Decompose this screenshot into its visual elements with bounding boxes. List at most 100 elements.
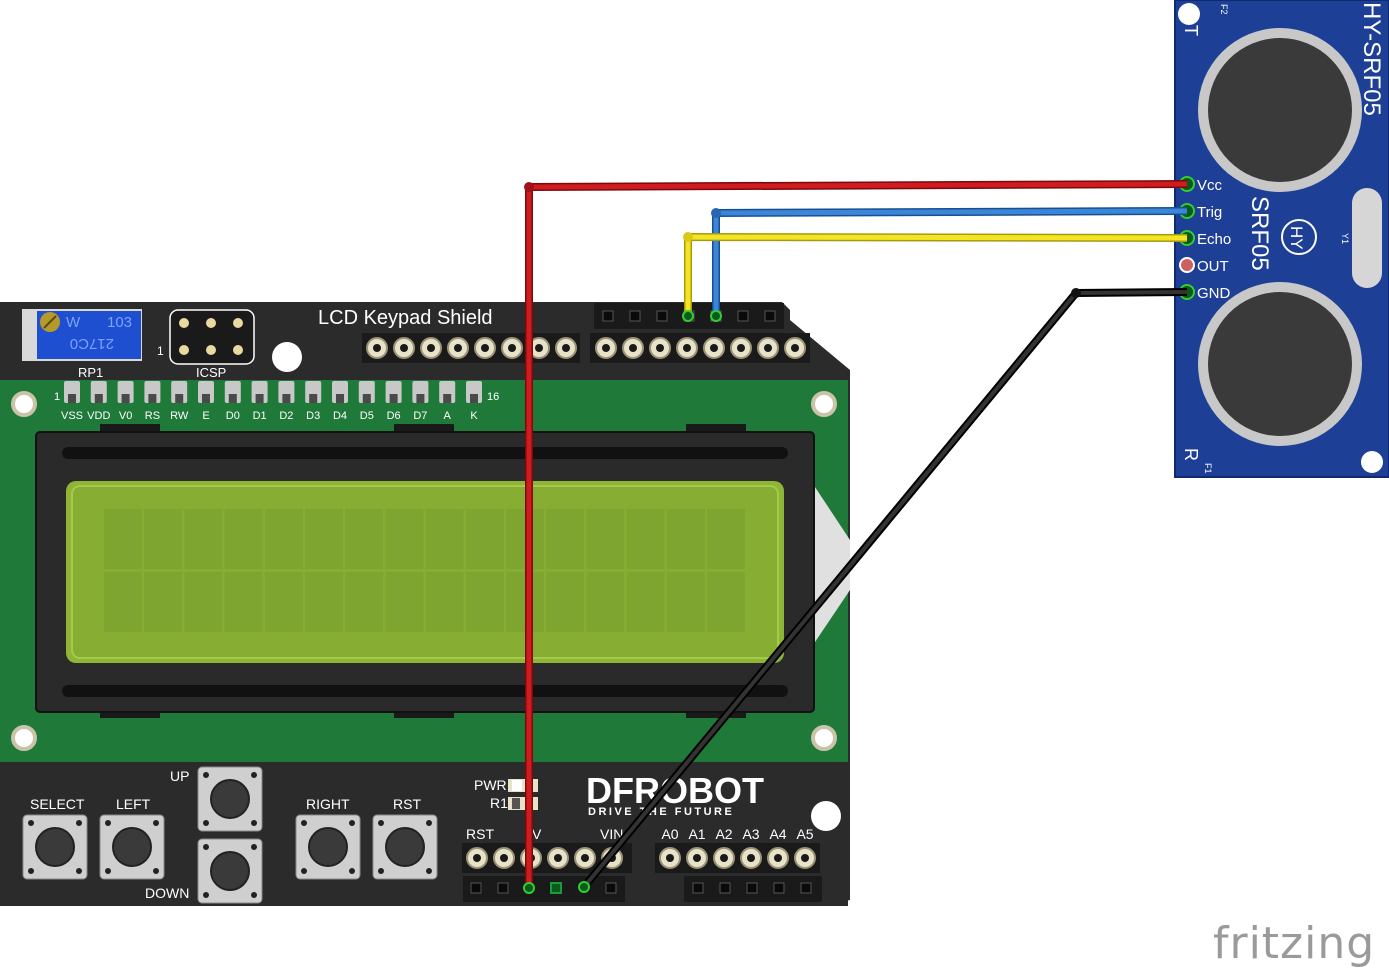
ultrasonic-receiver <box>1198 282 1362 446</box>
lcd-cell <box>385 509 424 569</box>
digital-header-right <box>590 303 810 363</box>
wires <box>523 180 1188 894</box>
analog-header <box>655 843 822 902</box>
lcd-pin-label: RS <box>145 410 160 422</box>
lcd-cell <box>465 509 504 569</box>
lcd-pin: D3 <box>305 381 322 422</box>
hy-logo: HY <box>1281 219 1317 255</box>
mounting-hole <box>1178 3 1200 25</box>
sensor-model-label: HY-SRF05 <box>1358 2 1385 116</box>
power-header <box>462 843 632 902</box>
sensor-pin-label: Echo <box>1197 231 1231 248</box>
keypad: SELECT LEFT UP DOWN RIGHT RST <box>22 766 438 904</box>
lcd-pin: D4 <box>332 381 348 422</box>
lcd-pin-label: RW <box>170 410 189 422</box>
lcd-pin: V0 <box>117 381 134 422</box>
sensor-model-short-label: SRF05 <box>1246 196 1273 271</box>
f2-label: F2 <box>1219 4 1229 15</box>
icsp-label: ICSP <box>196 365 226 380</box>
lcd-module <box>35 424 850 718</box>
lcd-pin: D1 <box>251 381 268 422</box>
right-button[interactable] <box>295 814 361 880</box>
lcd-cell <box>626 509 665 569</box>
potentiometer-rp1[interactable]: W 103 217C0 <box>22 309 142 361</box>
lcd-cell <box>345 572 384 632</box>
lcd-pin: D2 <box>278 381 295 422</box>
fritzing-watermark: fritzing <box>1213 918 1376 969</box>
lcd-pin-label: E <box>202 410 209 422</box>
power-v-label: V <box>532 826 542 842</box>
lcd-cell <box>666 509 705 569</box>
sensor-pin-out[interactable]: OUT <box>1179 257 1229 275</box>
lcd-pin: RW <box>170 381 189 422</box>
lcd-pin: VSS <box>61 381 83 422</box>
lcd-cell <box>184 572 223 632</box>
lcd-cell <box>385 572 424 632</box>
lcd-pin-label: VDD <box>87 410 110 422</box>
analog-pin-label: A5 <box>796 826 813 842</box>
lcd-cell <box>586 572 625 632</box>
lcd-cell <box>586 509 625 569</box>
lcd-cell <box>144 572 183 632</box>
lcd-pin-label: D2 <box>279 410 293 422</box>
sensor-pin-echo[interactable]: Echo <box>1179 230 1231 248</box>
sensor-pin-label: Vcc <box>1197 177 1223 194</box>
dfrobot-logo: DFROBOT DRIVE THE FUTURE <box>586 770 764 818</box>
up-button[interactable] <box>197 766 263 832</box>
sensor-pin-label: GND <box>1197 285 1231 302</box>
lcd-cell <box>184 509 223 569</box>
r1-label: R1 <box>490 795 508 811</box>
lcd-cell <box>345 509 384 569</box>
shield-title: LCD Keypad Shield <box>318 307 493 329</box>
mark-t-label: T <box>1181 25 1201 36</box>
mounting-hole <box>811 725 837 751</box>
sensor-pin-gnd[interactable]: GND <box>1179 284 1231 302</box>
hy-srf05-sensor: HY-SRF05 SRF05 HY T R F2 F1 Y1 VccTrigEc… <box>1174 0 1389 478</box>
lcd-pin: VDD <box>87 381 110 422</box>
lcd-pin-label: A <box>444 410 452 422</box>
f1-label: F1 <box>1203 463 1213 474</box>
y1-label: Y1 <box>1340 233 1350 244</box>
analog-pin-label: A3 <box>742 826 759 842</box>
lcd-pin: A <box>439 381 456 422</box>
lcd-cell <box>546 509 585 569</box>
down-button[interactable] <box>197 838 263 904</box>
rst-label: RST <box>393 796 421 812</box>
analog-pin-label: A2 <box>715 826 732 842</box>
lcd-pin-label: D4 <box>333 410 347 422</box>
mounting-hole <box>272 342 302 372</box>
lcd-cell <box>305 509 343 569</box>
icsp-header <box>169 309 255 365</box>
lcd-cell <box>264 509 303 569</box>
analog-pin-label: A4 <box>769 826 786 842</box>
lcd-pin-label: VSS <box>61 410 83 422</box>
tagline-label: DRIVE THE FUTURE <box>588 806 734 818</box>
lcd-pin: RS <box>144 381 161 422</box>
up-label: UP <box>170 768 189 784</box>
lcd-cell <box>264 572 303 632</box>
select-button[interactable] <box>22 814 88 880</box>
wire-trig[interactable] <box>712 207 1188 316</box>
down-label: DOWN <box>145 885 189 901</box>
lcd-cell <box>224 572 263 632</box>
left-button[interactable] <box>99 814 165 880</box>
rst-button[interactable] <box>372 814 438 880</box>
lcd-cell <box>425 572 464 632</box>
digital-header-left <box>362 333 580 363</box>
right-label: RIGHT <box>306 796 350 812</box>
mark-r-label: R <box>1181 448 1201 461</box>
analog-pin-label: A0 <box>661 826 678 842</box>
lcd-pin: K <box>466 381 482 422</box>
lcd-cell <box>666 572 705 632</box>
analog-pin-label: A1 <box>688 826 705 842</box>
lcd-pin-label: K <box>470 410 478 422</box>
lcd-pin-first-label: 1 <box>54 391 60 403</box>
sensor-pin-label: Trig <box>1197 204 1222 221</box>
pwr-label: PWR <box>474 777 507 793</box>
power-vin-label: VIN <box>600 826 623 842</box>
crystal-y1 <box>1352 188 1382 288</box>
lcd-cell <box>305 572 343 632</box>
mounting-hole <box>811 801 841 831</box>
